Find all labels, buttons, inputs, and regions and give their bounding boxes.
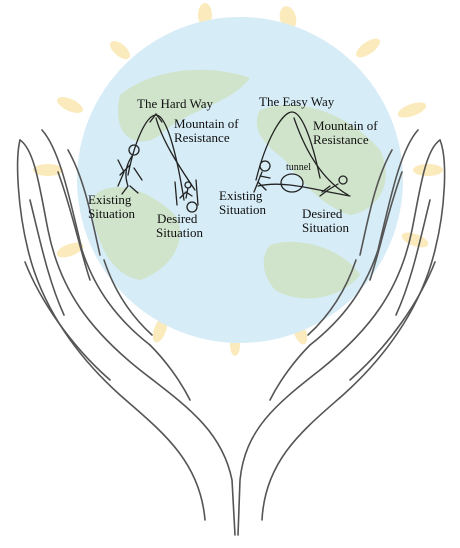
tunnel-label: tunnel (286, 161, 311, 175)
easy-mountain-label-1: Mountain of (313, 119, 378, 133)
easy-desired-label-1: Desired (302, 207, 342, 221)
hard-desired-label-1: Desired (157, 212, 197, 226)
hard-existing-label-1: Existing (88, 193, 131, 207)
hard-existing-label-2: Situation (88, 207, 135, 221)
easy-existing-label-2: Situation (219, 203, 266, 217)
easy-mountain-label-2: Resistance (313, 133, 369, 147)
hard-way-title: The Hard Way (137, 97, 213, 111)
hard-mountain-label-2: Resistance (174, 131, 230, 145)
easy-desired-label-2: Situation (302, 221, 349, 235)
easy-existing-label-1: Existing (219, 189, 262, 203)
easy-way-title: The Easy Way (259, 95, 334, 109)
hard-desired-label-2: Situation (156, 226, 203, 240)
hard-mountain-label-1: Mountain of (174, 117, 239, 131)
